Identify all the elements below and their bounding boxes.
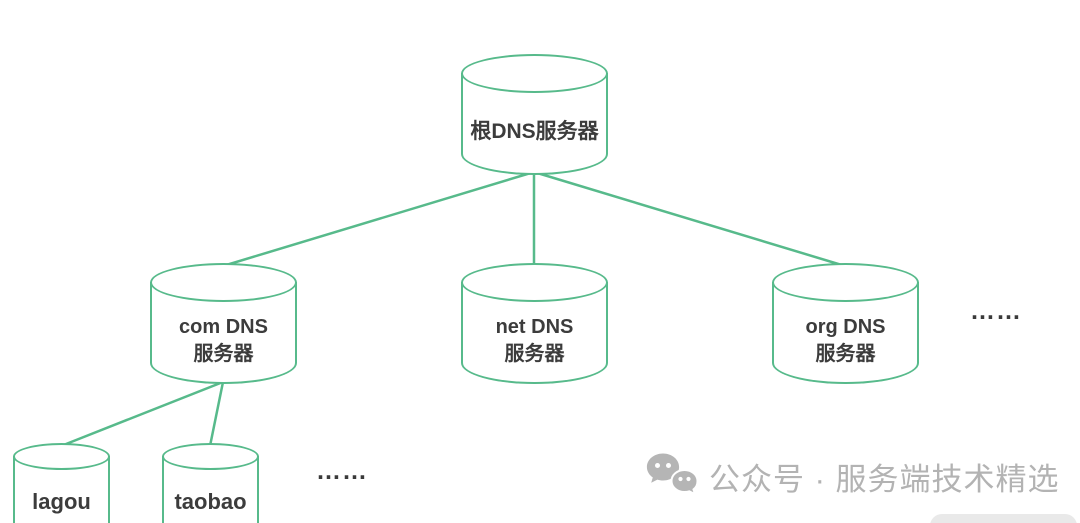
node-label-text: 根DNS服务器 <box>470 120 599 143</box>
lagou-node: lagou <box>13 443 110 523</box>
org-dns-node: org DNS 服务器 <box>772 263 919 384</box>
domain-ellipsis: …… <box>316 457 368 485</box>
connector-root-org <box>533 170 846 268</box>
com-dns-node: com DNS 服务器 <box>150 263 297 384</box>
node-label: lagou <box>13 475 110 523</box>
node-label-line2: 服务器 <box>815 342 876 365</box>
node-label-text: taobao <box>174 489 247 514</box>
wechat-icon <box>646 453 699 497</box>
cylinder-top <box>461 54 608 93</box>
connector-com-lagou <box>60 380 224 448</box>
watermark-text: 公众号 · 服务端技术精选 <box>709 461 1060 497</box>
node-label: 根DNS服务器 <box>461 93 608 170</box>
connector-com-taobao <box>208 381 225 447</box>
cylinder-top <box>150 263 297 302</box>
node-label: net DNS 服务器 <box>461 302 608 379</box>
cylinder-body <box>13 456 110 523</box>
node-label: taobao <box>162 475 259 523</box>
node-label-line2: 服务器 <box>193 342 254 365</box>
node-label-line2: 服务器 <box>504 342 565 365</box>
node-label: org DNS 服务器 <box>772 302 919 379</box>
tld-ellipsis: …… <box>970 297 1022 325</box>
cylinder-top <box>162 443 259 470</box>
net-dns-node: net DNS 服务器 <box>461 263 608 384</box>
connector-root-com <box>222 170 535 268</box>
watermark: 公众号 · 服务端技术精选 <box>646 452 1060 500</box>
node-label-line1: net DNS <box>495 315 574 338</box>
root-dns-node: 根DNS服务器 <box>461 54 608 175</box>
node-label: com DNS 服务器 <box>150 302 297 379</box>
cylinder-top <box>461 263 608 302</box>
node-label-text: lagou <box>32 489 91 514</box>
corner-pill <box>930 514 1077 523</box>
cylinder-body <box>461 282 608 384</box>
taobao-node: taobao <box>162 443 259 523</box>
cylinder-top <box>772 263 919 302</box>
node-label-line1: com DNS <box>179 315 268 338</box>
node-label-line1: org DNS <box>805 315 886 338</box>
cylinder-top <box>13 443 110 470</box>
